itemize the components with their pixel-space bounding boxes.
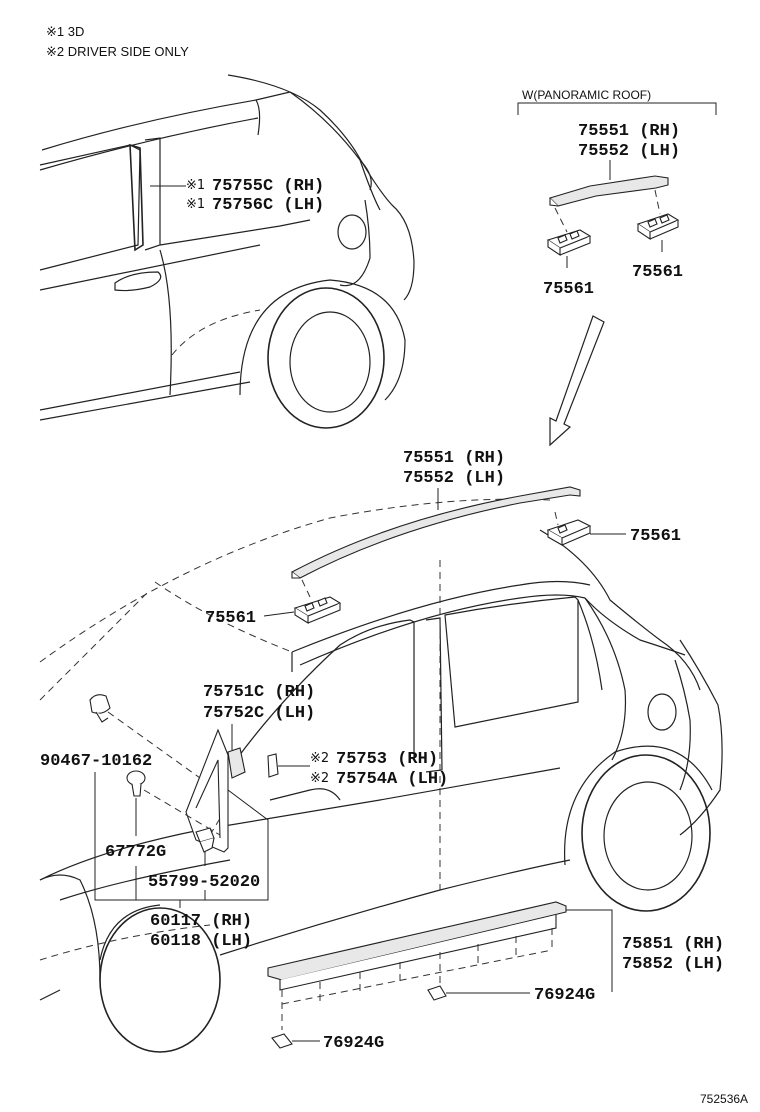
main-clip-left-label: 75561 bbox=[205, 609, 256, 628]
main-clip-right bbox=[546, 519, 592, 546]
front-window-moulding bbox=[227, 747, 279, 779]
main-clip-left bbox=[293, 596, 342, 624]
upper-callouts: ※1 75755C (RH) ※1 75756C (LH) bbox=[150, 177, 324, 215]
screw-90467 bbox=[89, 694, 111, 723]
mark-driver-rh: ※2 bbox=[310, 751, 329, 766]
panoramic-clip-left bbox=[546, 229, 592, 257]
label-75851-rh: 75851 (RH) bbox=[622, 935, 724, 954]
label-90467-10162: 90467-10162 bbox=[40, 752, 152, 771]
mark-3d-lh: ※1 bbox=[186, 197, 205, 212]
label-75755c-rh: 75755C (RH) bbox=[212, 177, 324, 196]
upper-car-outline bbox=[39, 74, 415, 429]
clip-67772g bbox=[126, 770, 146, 797]
note-3d: ※1 3D bbox=[46, 24, 84, 39]
note-driver-side: ※2 DRIVER SIDE ONLY bbox=[46, 44, 189, 59]
mark-driver-lh: ※2 bbox=[310, 771, 329, 786]
label-75754a-lh: 75754A (LH) bbox=[336, 770, 448, 789]
panoramic-rail-rh: 75551 (RH) bbox=[578, 122, 680, 141]
label-60117-rh: 60117 (RH) bbox=[150, 912, 252, 931]
clip-55799 bbox=[195, 827, 215, 853]
label-60118-lh: 60118 (LH) bbox=[150, 932, 252, 951]
panoramic-roof-rail bbox=[548, 175, 669, 207]
panoramic-clip-left-label: 75561 bbox=[543, 280, 594, 299]
panoramic-clip-right bbox=[636, 213, 680, 241]
direction-arrow bbox=[549, 315, 605, 447]
rocker-clip-left bbox=[271, 1033, 293, 1049]
panoramic-clip-right-label: 75561 bbox=[632, 263, 683, 282]
panoramic-roof-inset: W(PANORAMIC ROOF) 75551 (RH) 75552 (LH) … bbox=[517, 88, 717, 299]
rocker-moulding bbox=[267, 901, 567, 1030]
label-75756c-lh: 75756C (LH) bbox=[212, 196, 324, 215]
label-75751c-rh: 75751C (RH) bbox=[203, 683, 315, 702]
label-76924g-right: 76924G bbox=[534, 986, 595, 1005]
main-rail-rh-label: 75551 (RH) bbox=[403, 449, 505, 468]
panoramic-roof-label: W(PANORAMIC ROOF) bbox=[522, 88, 651, 102]
main-clip-right-label: 75561 bbox=[630, 527, 681, 546]
label-75852-lh: 75852 (LH) bbox=[622, 955, 724, 974]
label-67772g: 67772G bbox=[105, 843, 166, 862]
label-55799-52020: 55799-52020 bbox=[148, 873, 260, 892]
panoramic-rail-lh: 75552 (LH) bbox=[578, 142, 680, 161]
rocker-clip-right bbox=[427, 985, 447, 1001]
main-rail-lh-label: 75552 (LH) bbox=[403, 469, 505, 488]
label-75752c-lh: 75752C (LH) bbox=[203, 704, 315, 723]
diagram-reference-code: 752536A bbox=[700, 1092, 748, 1106]
main-roof-rail bbox=[290, 486, 581, 579]
label-76924g-left: 76924G bbox=[323, 1034, 384, 1053]
mark-3d-rh: ※1 bbox=[186, 178, 205, 193]
label-75753-rh: 75753 (RH) bbox=[336, 750, 438, 769]
bracket-60117 bbox=[94, 772, 269, 901]
